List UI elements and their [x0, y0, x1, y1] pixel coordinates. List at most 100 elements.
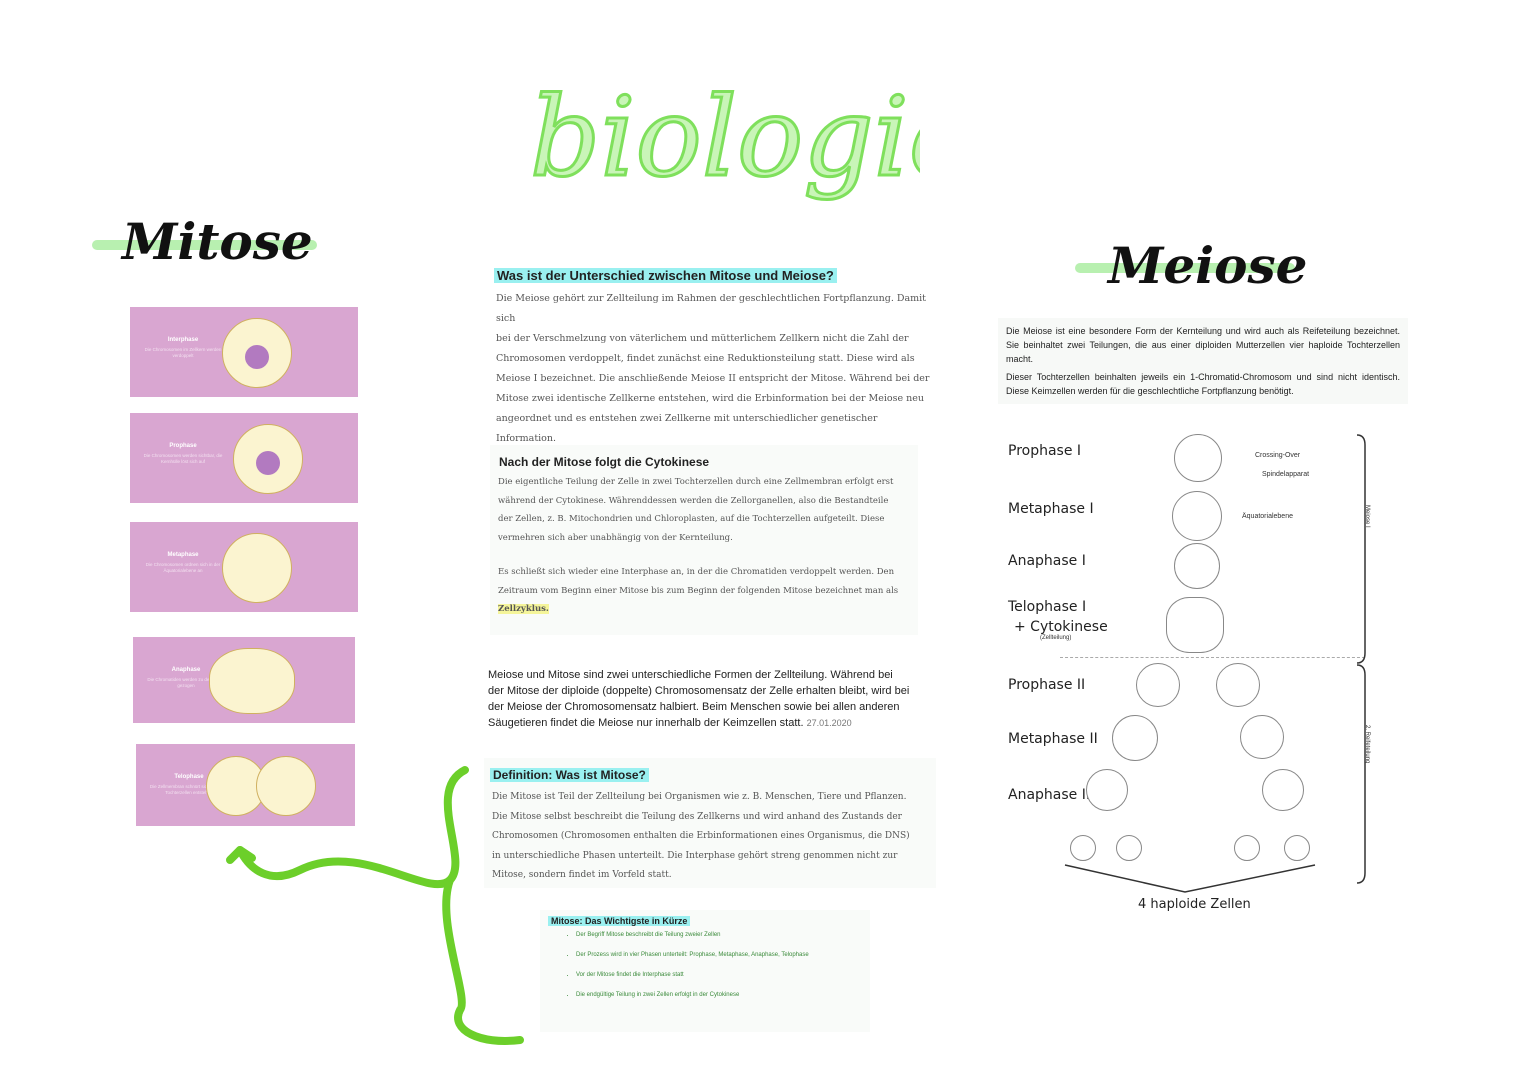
side-brackets: [1356, 434, 1366, 884]
list-item: Vor der Mitose findet die Interphase sta…: [576, 972, 870, 978]
cell-drawing: [1112, 715, 1158, 761]
text-line: Mitose, sondern findet im Vorfeld statt.: [492, 870, 672, 880]
list-item: Der Begriff Mitose beschreibt die Teilun…: [576, 932, 870, 938]
phase-card-metaphase: Metaphase Die Chromosomen ordnen sich in…: [130, 522, 358, 612]
cell-illustration: [233, 424, 303, 494]
bottom-label: 4 haploide Zellen: [1138, 897, 1251, 912]
text-line: in unterschiedliche Phasen unterteilt. D…: [492, 850, 898, 861]
stage-label: Telophase I: [1008, 599, 1087, 615]
cell-drawing: [1136, 663, 1180, 707]
annotation-label: Spindelapparat: [1262, 471, 1310, 478]
stage-label: Metaphase I: [1008, 501, 1094, 517]
phase-card-interphase: Interphase Die Chromosomen im Zellkern w…: [130, 307, 358, 397]
cell-illustration: [222, 318, 292, 388]
phase-card-telophase: Telophase Die Zellmembran schnürt sich e…: [136, 744, 355, 826]
summary-block: Meiose und Mitose sind zwei unterschiedl…: [488, 667, 938, 731]
cell-drawing: [1070, 835, 1096, 861]
cell-drawing: [1166, 597, 1224, 653]
text-line: der Meiose der Chromosomensatz halbiert.…: [488, 701, 900, 713]
text-line: der Zellen, z. B. Mitochondrien und Chlo…: [498, 514, 885, 524]
section-difference: Was ist der Unterschied zwischen Mitose …: [490, 268, 940, 449]
section-heading: Nach der Mitose folgt die Cytokinese: [499, 455, 710, 469]
meiose-diagram: Prophase I Metaphase I Anaphase I Teloph…: [1000, 425, 1380, 925]
phase-name: Telophase: [174, 774, 204, 780]
meiose-paragraph: Die Meiose ist eine besondere Form der K…: [1006, 326, 1400, 364]
stage-label: Metaphase II: [1008, 731, 1098, 747]
phase-name: Metaphase: [167, 552, 199, 558]
meiose-intro: Die Meiose ist eine besondere Form der K…: [998, 318, 1408, 404]
stage-label: Prophase I: [1008, 443, 1082, 459]
summary-date: 27.01.2020: [806, 718, 852, 728]
meiose-title-bar: [1075, 263, 1295, 273]
cell-illustration: [209, 648, 295, 714]
section-definition: Definition: Was ist Mitose? Die Mitose i…: [484, 758, 936, 888]
list-item: Die endgültige Teilung in zwei Zellen er…: [576, 992, 870, 998]
text-line: Die eigentliche Teilung der Zelle in zwe…: [498, 477, 894, 487]
text-line: Es schließt sich wieder eine Interphase …: [498, 567, 895, 577]
annotation-label: Äquatorialebene: [1242, 513, 1293, 520]
phase-name: Anaphase: [171, 667, 201, 673]
section-summary-list: Mitose: Das Wichtigste in Kürze Der Begr…: [540, 910, 870, 1032]
divider-line: [1060, 657, 1365, 658]
text-line: bei der Verschmelzung von väterlichem un…: [496, 333, 909, 344]
text-line: vermehren sich aber unabhängig von der K…: [498, 532, 733, 543]
mitose-title: Mitose: [122, 212, 313, 271]
phase-name: Interphase: [167, 337, 199, 343]
cell-drawing: [1174, 543, 1220, 589]
stage-label: Prophase II: [1008, 677, 1086, 693]
curly-arrow: [226, 766, 524, 1045]
stage-label: + Cytokinese: [1014, 619, 1108, 635]
text-line: Chromosomen verdoppelt, findet zunächst …: [496, 353, 915, 364]
section-heading: Mitose: Das Wichtigste in Kürze: [548, 916, 691, 926]
text-line: Zellzyklus.: [498, 604, 549, 614]
text-line: Chromosomen (Chromosomen enthalten die E…: [492, 831, 910, 841]
stage-label: Anaphase II: [1008, 787, 1090, 803]
cell-illustration: [222, 533, 292, 603]
list-item: Der Prozess wird in vier Phasen untertei…: [576, 952, 870, 958]
bracket-label: Meiose I: [1364, 505, 1370, 528]
bottom-bracket: [1064, 864, 1316, 893]
phase-desc: Die Chromosomen im Zellkern werden verdo…: [144, 347, 222, 358]
cell-drawing: [1174, 434, 1222, 482]
daughter-cell: [256, 756, 316, 816]
text-line: Die Mitose selbst beschreibt die Teilung…: [492, 811, 902, 822]
text-line: Die Mitose ist Teil der Zellteilung bei …: [492, 792, 907, 802]
phase-name: Prophase: [169, 443, 197, 449]
mitose-title-bar: [92, 240, 317, 250]
text-line: Meiose I bezeichnet. Die anschließende M…: [496, 373, 930, 384]
text-line: der Mitose der diploide (doppelte) Chrom…: [488, 685, 910, 697]
cell-drawing: [1234, 835, 1260, 861]
section-cytokinese: Nach der Mitose folgt die Cytokinese Die…: [490, 445, 918, 635]
text-line: Säugetieren findet die Meiose nur innerh…: [488, 717, 804, 729]
cell-drawing: [1262, 769, 1304, 811]
text-line: Meiose und Mitose sind zwei unterschiedl…: [488, 669, 893, 681]
cell-drawing: [1086, 769, 1128, 811]
small-note: (Zellteilung): [1040, 635, 1072, 641]
cell-drawing: [1284, 835, 1310, 861]
phase-desc: Die Chromosomen werden sichtbar, die Ker…: [143, 453, 223, 464]
stage-label: Anaphase I: [1008, 553, 1086, 569]
annotation-label: Crossing-Over: [1255, 452, 1301, 459]
cell-drawing: [1216, 663, 1260, 707]
meiose-title: Meiose: [1108, 236, 1308, 295]
phase-desc: Die Chromatiden werden zu den Polen gezo…: [147, 677, 225, 688]
nucleus-shape: [256, 451, 280, 475]
nucleus-shape: [245, 345, 269, 369]
text-line: angeordnet und es entstehen zwei Zellker…: [496, 413, 878, 444]
text-line: Mitose zwei identische Zellkerne entsteh…: [496, 393, 925, 404]
cell-drawing: [1240, 715, 1284, 759]
main-title: biologie: [529, 72, 921, 203]
section-heading: Definition: Was ist Mitose?: [490, 768, 649, 782]
main-title-text: biologie: [530, 73, 920, 201]
text-line: Zeitraum vom Beginn einer Mitose bis zum…: [498, 585, 899, 596]
phase-desc: Die Zellmembran schnürt sich ein, zwei T…: [149, 784, 229, 795]
cell-drawing: [1116, 835, 1142, 861]
meiose-paragraph: Dieser Tochterzellen beinhalten jeweils …: [1006, 372, 1400, 396]
cell-drawing: [1172, 491, 1222, 541]
text-line: während der Cytokinese. Währenddessen we…: [498, 495, 889, 506]
phase-card-anaphase: Anaphase Die Chromatiden werden zu den P…: [133, 637, 355, 723]
phase-card-prophase: Prophase Die Chromosomen werden sichtbar…: [130, 413, 358, 503]
bracket-label: 2. Reifeteilung: [1364, 725, 1370, 764]
phase-desc: Die Chromosomen ordnen sich in der Äquat…: [145, 562, 221, 573]
text-line: Die Meiose gehört zur Zellteilung im Rah…: [496, 293, 927, 324]
